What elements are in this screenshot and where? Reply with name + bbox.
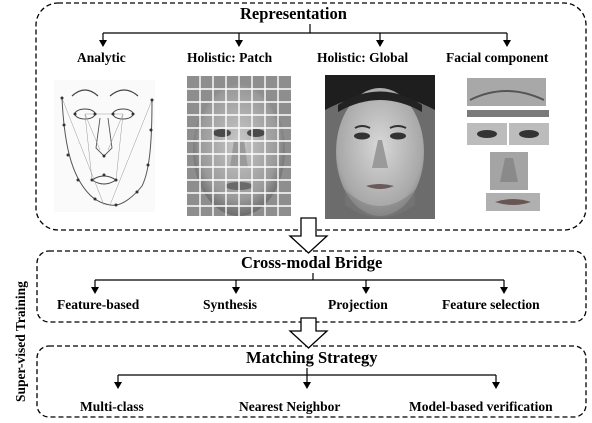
matching-tree (114, 368, 500, 389)
matching-title: Matching Strategy (246, 348, 378, 367)
rep-item-facial-component: Facial component (446, 50, 549, 65)
bridge-item-synthesis: Synthesis (203, 297, 258, 312)
representation-title: Representation (240, 4, 347, 23)
matching-item-model-based-verification: Model-based verification (409, 399, 553, 414)
patch-grid-face (187, 76, 291, 216)
representation-tree (99, 24, 511, 47)
matching-item-nearest-neighbor: Nearest Neighbor (239, 399, 341, 414)
global-face-photo (325, 75, 435, 219)
rep-item-analytic: Analytic (77, 50, 126, 65)
matching-box (36, 345, 587, 418)
block-arrow-2 (288, 317, 329, 349)
rep-item-holistic-patch: Holistic: Patch (187, 50, 273, 65)
matching-item-multi-class: Multi-class (80, 399, 144, 414)
block-arrow-1 (288, 217, 329, 254)
bridge-item-feature-selection: Feature selection (442, 297, 540, 312)
analytic-landmark-face (54, 80, 155, 212)
facial-component-crops (467, 78, 549, 211)
bridge-tree (91, 273, 508, 294)
bridge-item-feature-based: Feature-based (57, 297, 140, 312)
bridge-box (36, 250, 587, 323)
bridge-title: Cross-modal Bridge (241, 253, 383, 272)
rep-item-holistic-global: Holistic: Global (317, 50, 409, 65)
supervised-training-label: Super-vised Training (13, 281, 28, 402)
bridge-item-projection: Projection (328, 297, 388, 312)
